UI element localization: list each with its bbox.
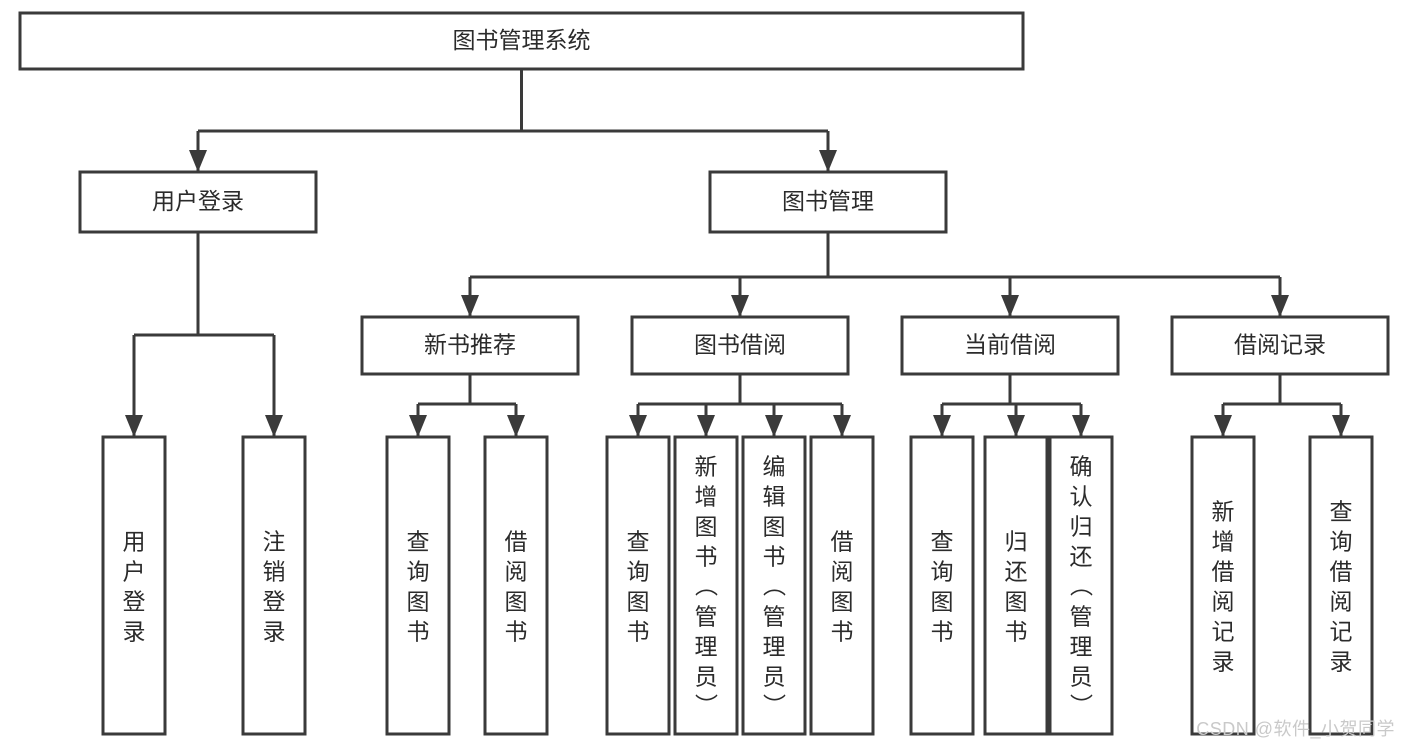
- node-label: 图书借阅: [694, 332, 786, 358]
- node-leaf-query-book-3[interactable]: 查询图书: [909, 435, 975, 736]
- node-book-borrow[interactable]: 图书借阅: [630, 315, 850, 376]
- edge-arrowhead: [507, 415, 525, 437]
- edge-arrowhead: [1332, 415, 1350, 437]
- node-box: [101, 435, 167, 736]
- edge-arrowhead: [765, 415, 783, 437]
- edge-arrowhead: [409, 415, 427, 437]
- node-root[interactable]: 图书管理系统: [18, 11, 1025, 71]
- node-label: 用户登录: [152, 188, 244, 214]
- edge-arrowhead: [1001, 295, 1019, 317]
- node-box: [809, 435, 875, 736]
- node-leaf-borrow-book-1[interactable]: 借阅图书: [483, 435, 549, 736]
- node-box: [673, 435, 739, 736]
- node-box: [1308, 435, 1374, 736]
- node-label: 查询图书: [931, 529, 954, 645]
- node-box: [1170, 315, 1390, 376]
- edge-arrowhead: [1007, 415, 1025, 437]
- edge-arrowhead: [731, 295, 749, 317]
- node-box: [1048, 435, 1114, 736]
- edge-arrowhead: [461, 295, 479, 317]
- node-label: 查询图书: [407, 529, 430, 645]
- node-label: 借阅记录: [1234, 332, 1326, 358]
- edge-arrowhead: [629, 415, 647, 437]
- node-label: 新增图书（管理员）: [695, 454, 719, 720]
- node-label: 当前借阅: [964, 332, 1056, 358]
- edge-arrowhead: [265, 415, 283, 437]
- node-box: [741, 435, 807, 736]
- node-box: [983, 435, 1049, 736]
- edge-arrowhead: [1214, 415, 1232, 437]
- node-box: [1190, 435, 1256, 736]
- node-leaf-query-book-2[interactable]: 查询图书: [605, 435, 671, 736]
- edge-arrowhead: [933, 415, 951, 437]
- node-label: 图书管理: [782, 188, 874, 214]
- node-leaf-add-record[interactable]: 新增借阅记录: [1190, 435, 1256, 736]
- node-label: 查询借阅记录: [1330, 499, 1353, 675]
- node-leaf-borrow-book-2[interactable]: 借阅图书: [809, 435, 875, 736]
- node-box: [385, 435, 451, 736]
- node-label: 注销登录: [263, 529, 286, 645]
- node-label: 用户登录: [123, 529, 146, 645]
- edge-arrowhead: [189, 150, 207, 172]
- edge-arrowhead: [1271, 295, 1289, 317]
- node-current-borrow[interactable]: 当前借阅: [900, 315, 1120, 376]
- node-box: [18, 11, 1025, 71]
- node-label: 借阅图书: [831, 529, 854, 645]
- node-box: [78, 170, 318, 234]
- node-box: [605, 435, 671, 736]
- edge-arrowhead: [819, 150, 837, 172]
- node-leaf-confirm-return[interactable]: 确认归还（管理员）: [1048, 435, 1114, 736]
- node-leaf-logout[interactable]: 注销登录: [241, 435, 307, 736]
- edge-arrowhead: [1072, 415, 1090, 437]
- node-book-manage[interactable]: 图书管理: [708, 170, 948, 234]
- node-leaf-query-record[interactable]: 查询借阅记录: [1308, 435, 1374, 736]
- edge-arrowhead: [125, 415, 143, 437]
- node-box: [360, 315, 580, 376]
- node-leaf-add-book[interactable]: 新增图书（管理员）: [673, 435, 739, 736]
- node-box: [909, 435, 975, 736]
- node-leaf-return-book[interactable]: 归还图书: [983, 435, 1049, 736]
- node-label: 借阅图书: [505, 529, 528, 645]
- node-label: 编辑图书（管理员）: [763, 454, 787, 720]
- edge-arrowhead: [697, 415, 715, 437]
- node-label: 确认归还（管理员）: [1070, 454, 1094, 720]
- node-box: [483, 435, 549, 736]
- node-box: [708, 170, 948, 234]
- node-box: [630, 315, 850, 376]
- node-new-book-rec[interactable]: 新书推荐: [360, 315, 580, 376]
- node-leaf-query-book-1[interactable]: 查询图书: [385, 435, 451, 736]
- node-label: 查询图书: [627, 529, 650, 645]
- edge-arrowhead: [833, 415, 851, 437]
- node-label: 新增借阅记录: [1212, 499, 1235, 675]
- node-leaf-user-login[interactable]: 用户登录: [101, 435, 167, 736]
- node-label: 归还图书: [1005, 529, 1028, 645]
- node-user-login[interactable]: 用户登录: [78, 170, 318, 234]
- node-box: [241, 435, 307, 736]
- node-borrow-record[interactable]: 借阅记录: [1170, 315, 1390, 376]
- node-leaf-edit-book[interactable]: 编辑图书（管理员）: [741, 435, 807, 736]
- node-label: 图书管理系统: [453, 27, 591, 53]
- node-label: 新书推荐: [424, 332, 516, 358]
- node-box: [900, 315, 1120, 376]
